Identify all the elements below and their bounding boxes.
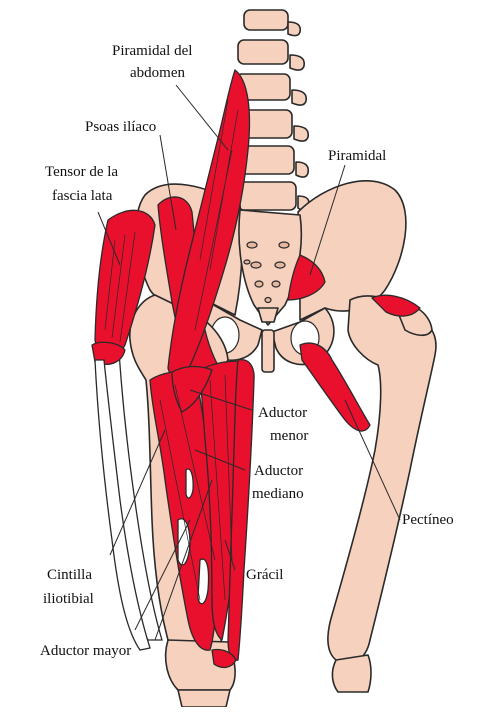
label-tensor-line1: Tensor de la: [45, 164, 118, 180]
label-gracil: Grácil: [246, 567, 283, 583]
right-gluteal-insertion: [371, 294, 421, 317]
piramidal-muscle: [287, 254, 326, 301]
pectineo-muscle: [299, 342, 371, 432]
label-cintilla-line1: Cintilla: [47, 567, 92, 583]
label-aductor-mayor: Aductor mayor: [40, 643, 131, 659]
label-aductor-menor-line2: menor: [270, 428, 308, 444]
label-piramidal: Piramidal: [328, 148, 386, 164]
knee-insertion: [211, 648, 237, 669]
knee-bones: [164, 639, 372, 708]
label-cintilla-line2: iliotibial: [43, 591, 94, 607]
adductor-muscles: [149, 359, 255, 661]
label-pectineo: Pectíneo: [402, 512, 454, 528]
label-psoas-iliaco: Psoas ilíaco: [85, 119, 156, 135]
label-aductor-menor-line1: Aductor: [258, 405, 307, 421]
label-piramidal-abdomen-line2: abdomen: [130, 65, 185, 81]
sacral-foramina: [243, 241, 290, 304]
label-piramidal-abdomen-line1: Piramidal del: [112, 43, 192, 59]
label-tensor-line2: fascia lata: [52, 188, 113, 204]
label-aductor-mediano-line1: Aductor: [254, 463, 303, 479]
labels: Piramidal del abdomen Psoas ilíaco Tenso…: [40, 43, 454, 659]
cintilla-iliotibial-band: [94, 359, 151, 651]
leader-lines: [97, 84, 401, 641]
label-aductor-mediano-line2: mediano: [252, 486, 304, 502]
